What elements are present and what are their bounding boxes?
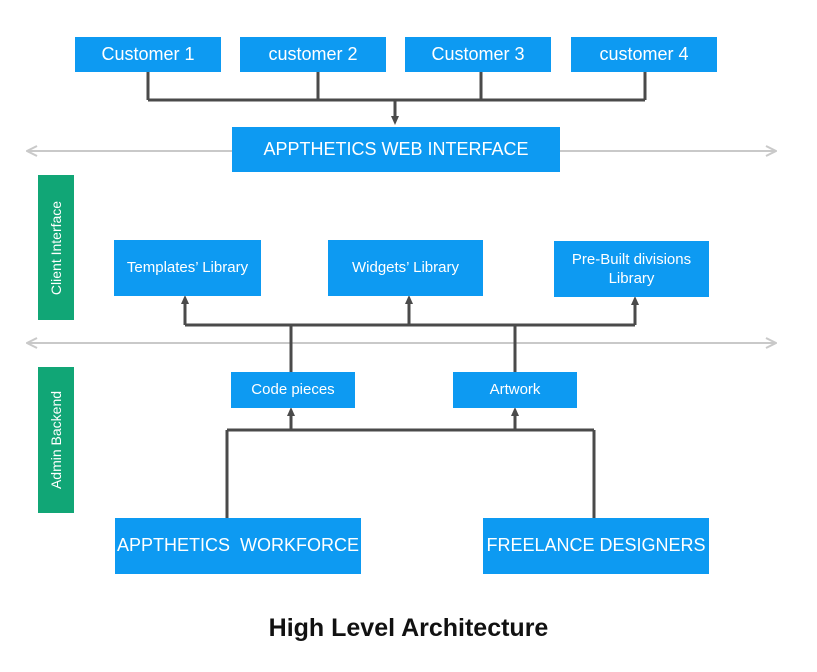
code-pieces-box: Code pieces	[231, 372, 355, 408]
prebuilt-line-2: Library	[608, 270, 655, 287]
customer-1-box: Customer 1	[75, 37, 221, 72]
admin-backend-text: Admin Backend	[48, 390, 64, 490]
workforce-box: APPTHETICS WORKFORCE	[115, 518, 361, 574]
admin-backend-label: Admin Backend	[38, 367, 74, 513]
freelance-designers-box: FREELANCE DESIGNERS	[483, 518, 709, 574]
web-interface-box: APPTHETICS WEB INTERFACE	[232, 127, 560, 172]
prebuilt-line-1: Pre-Built divisions	[571, 250, 692, 268]
client-interface-label: Client Interface	[38, 175, 74, 320]
diagram-caption: High Level Architecture	[268, 614, 549, 642]
customer-4-box: customer 4	[571, 37, 717, 72]
prebuilt-divisions-library-box: Pre-Built divisions Library	[554, 241, 709, 297]
artwork-box: Artwork	[453, 372, 577, 408]
widgets-library-box: Widgets’ Library	[328, 240, 483, 296]
templates-library-box: Templates’ Library	[114, 240, 261, 296]
client-interface-text: Client Interface	[48, 200, 65, 295]
customer-3-box: Customer 3	[405, 37, 551, 72]
customer-2-box: customer 2	[240, 37, 386, 72]
